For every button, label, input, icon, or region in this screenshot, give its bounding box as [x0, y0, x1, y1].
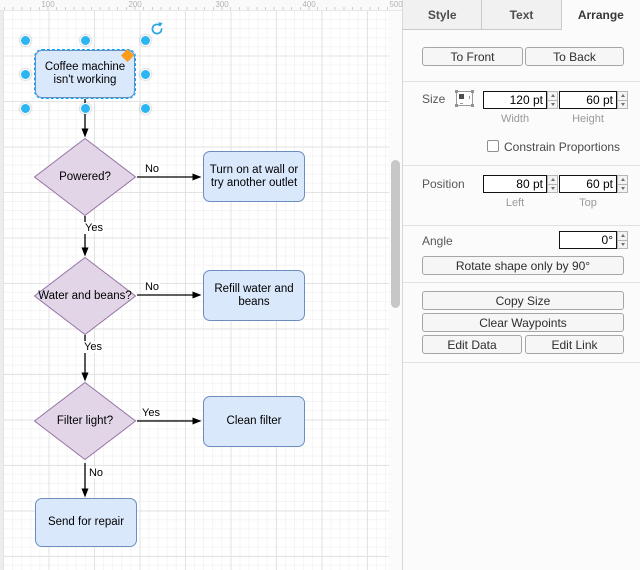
divider [403, 165, 640, 166]
width-stepper[interactable] [547, 91, 558, 109]
position-left-input[interactable] [483, 175, 547, 193]
edit-data-button[interactable]: Edit Data [422, 335, 522, 354]
node-clean-filter[interactable]: Clean filter [203, 396, 305, 447]
node-label: Coffee machine isn't working [44, 61, 126, 86]
node-refill-water-and-beans[interactable]: Refill water and beans [203, 270, 305, 321]
tab-text[interactable]: Text [482, 0, 562, 30]
height-step-down[interactable] [617, 100, 628, 109]
node-turn-on-at-wall[interactable]: Turn on at wall or try another outlet [203, 151, 305, 202]
node-send-for-repair[interactable]: Send for repair [35, 498, 137, 547]
selection-handle[interactable] [79, 102, 91, 114]
position-top-step-up[interactable] [617, 175, 628, 185]
angle-step-down[interactable] [617, 240, 628, 249]
canvas-left-edge [0, 0, 3, 570]
width-caption: Width [500, 113, 530, 125]
ruler-label: 200 [128, 0, 142, 9]
flow-edges-layer [81, 99, 202, 498]
horizontal-ruler[interactable]: 100 200 300 400 500 [0, 0, 403, 11]
divider [403, 81, 640, 82]
node-label: Water and beans? [38, 289, 132, 302]
width-step-down[interactable] [547, 100, 558, 109]
diagram-canvas[interactable]: 100 200 300 400 500 Coffee machine isn't wor… [0, 0, 403, 570]
height-input[interactable] [559, 91, 617, 109]
ruler-label: 500 [389, 0, 403, 9]
edge-label[interactable]: Yes [84, 222, 104, 234]
divider [403, 282, 640, 283]
divider [403, 225, 640, 226]
angle-stepper[interactable] [617, 231, 628, 249]
height-caption: Height [572, 113, 604, 125]
vertical-scrollbar[interactable] [389, 10, 402, 570]
edge-label[interactable]: No [143, 281, 161, 293]
position-top-stepper[interactable] [617, 175, 628, 193]
ruler-label: 300 [215, 0, 229, 9]
format-panel: Style Text Arrange To Front To Back Size… [402, 0, 640, 570]
node-water-and-beans[interactable]: Water and beans? [34, 257, 136, 335]
vertical-scrollbar-thumb[interactable] [391, 160, 400, 308]
angle-section-label: Angle [422, 234, 453, 248]
copy-size-button[interactable]: Copy Size [422, 291, 624, 310]
diamond-shape [34, 257, 136, 335]
node-label: Turn on at wall or try another outlet [209, 163, 299, 189]
left-caption: Left [505, 197, 525, 209]
node-label: Refill water and beans [214, 282, 294, 308]
diamond-shape [34, 382, 136, 460]
constrain-proportions-checkbox[interactable] [487, 140, 499, 152]
node-label: Powered? [59, 170, 111, 183]
selection-handle[interactable] [19, 34, 31, 46]
node-label: Clean filter [226, 415, 282, 427]
diamond-shape [34, 138, 136, 216]
ruler-label: 400 [302, 0, 316, 9]
tab-arrange[interactable]: Arrange [561, 0, 640, 30]
angle-input[interactable] [559, 231, 617, 249]
width-step-up[interactable] [547, 91, 558, 101]
selection-handle[interactable] [19, 102, 31, 114]
to-front-button[interactable]: To Front [422, 47, 523, 66]
node-filter-light[interactable]: Filter light? [34, 382, 136, 460]
divider [403, 362, 640, 363]
node-label: Send for repair [47, 516, 125, 528]
selection-handle[interactable] [139, 34, 151, 46]
tab-style[interactable]: Style [403, 0, 483, 30]
edit-link-button[interactable]: Edit Link [525, 335, 624, 354]
angle-step-up[interactable] [617, 231, 628, 241]
edge-label[interactable]: Yes [83, 341, 103, 353]
position-top-step-down[interactable] [617, 184, 628, 193]
selection-handle[interactable] [139, 102, 151, 114]
position-left-stepper[interactable] [547, 175, 558, 193]
node-label: Filter light? [56, 414, 114, 427]
node-coffee-machine[interactable]: Coffee machine isn't working [35, 50, 135, 98]
selection-handle[interactable] [19, 68, 31, 80]
canvas-grid[interactable] [3, 10, 389, 570]
node-powered[interactable]: Powered? [34, 138, 136, 216]
width-input[interactable] [483, 91, 547, 109]
ruler-label: 100 [41, 0, 55, 9]
size-section-label: Size [422, 92, 446, 106]
format-panel-tabs: Style Text Arrange [403, 0, 640, 30]
position-top-input[interactable] [559, 175, 617, 193]
position-left-step-up[interactable] [547, 175, 558, 185]
clear-waypoints-button[interactable]: Clear Waypoints [422, 313, 624, 332]
selection-handle[interactable] [79, 34, 91, 46]
ruler-ticks [4, 7, 392, 10]
height-step-up[interactable] [617, 91, 628, 101]
edge-label[interactable]: No [143, 163, 161, 175]
height-stepper[interactable] [617, 91, 628, 109]
position-section-label: Position [422, 177, 465, 191]
to-back-button[interactable]: To Back [525, 47, 624, 66]
autosize-icon[interactable] [455, 90, 474, 107]
selection-handle[interactable] [139, 68, 151, 80]
rotate-handle-icon[interactable] [150, 22, 164, 36]
edge-label[interactable]: No [87, 467, 105, 479]
constrain-proportions-label: Constrain Proportions [504, 140, 621, 154]
edge-label[interactable]: Yes [141, 407, 161, 419]
position-left-step-down[interactable] [547, 184, 558, 193]
rotate-90-button[interactable]: Rotate shape only by 90° [422, 256, 624, 275]
top-caption: Top [579, 197, 597, 209]
